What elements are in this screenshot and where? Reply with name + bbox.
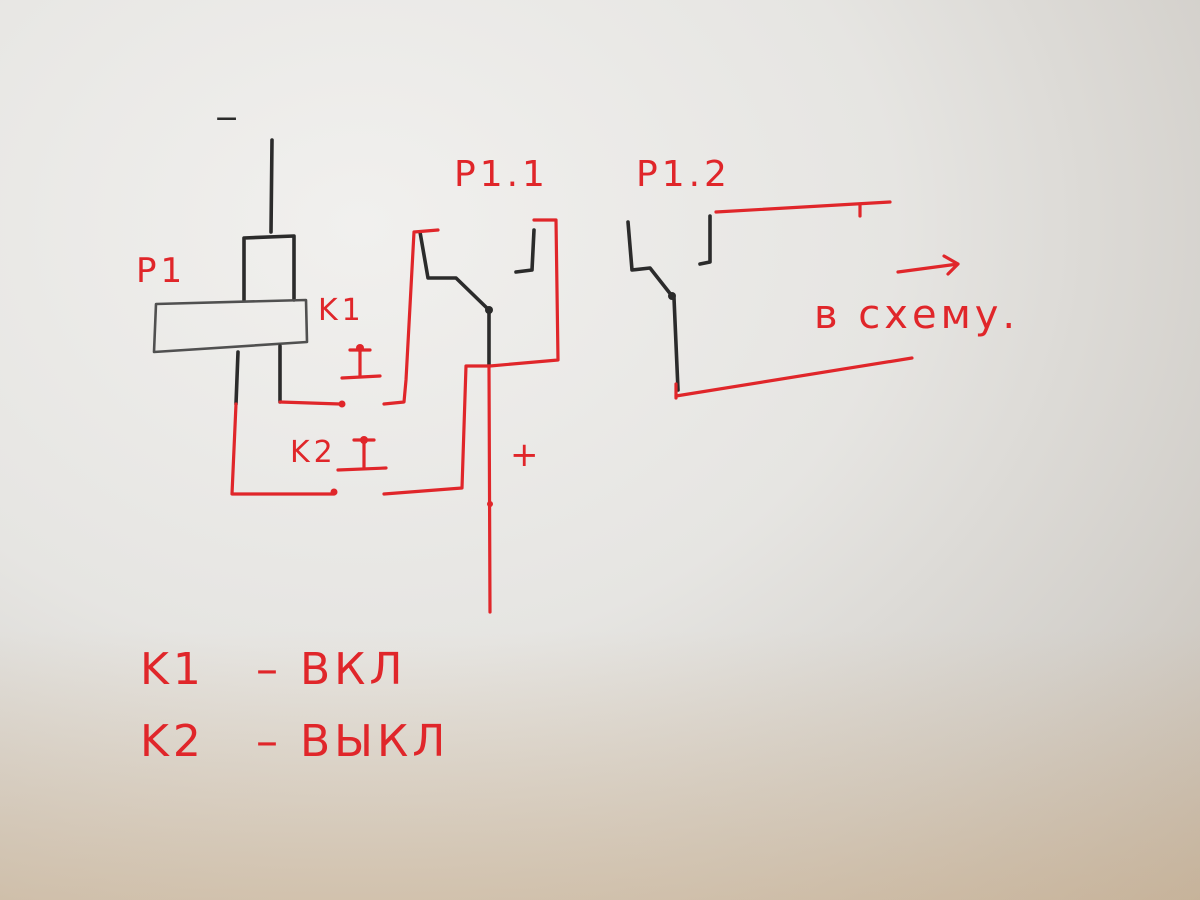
p1-1-no-stub	[514, 228, 536, 274]
plus-junction-dot	[487, 501, 493, 507]
button-label-k1: K1	[318, 293, 365, 328]
k2-button-stem	[352, 438, 376, 470]
k1-button-stem	[348, 348, 372, 378]
k2-button-bar	[336, 466, 388, 472]
minus-supply-wire	[269, 138, 274, 234]
coil-body	[152, 298, 309, 354]
legend-key-k2: K2	[140, 716, 205, 767]
red-wiring	[230, 200, 960, 614]
plus-supply-wire	[487, 364, 492, 614]
p1-2-common-blade	[672, 296, 680, 392]
p1-2-no-stub	[698, 214, 712, 266]
output-label: в схему.	[814, 292, 1019, 338]
p1-2-pivot	[668, 292, 676, 300]
k1-to-p1-1-wire	[382, 228, 440, 406]
contact-label-p1-1: P1.1	[454, 154, 549, 195]
k1-contact-dot-left	[338, 400, 346, 408]
legend-key-k1: K1	[140, 644, 205, 695]
contact-p1-1-blade	[418, 228, 536, 368]
coil-left-lead	[234, 350, 240, 406]
k1-left-wire	[278, 400, 342, 406]
relay-label-p1: P1	[136, 251, 186, 291]
legend-text-k2: – ВЫКЛ	[256, 716, 449, 767]
p1-2-output-wire-top	[714, 200, 892, 214]
k2-left-wire	[230, 402, 336, 496]
plus-sign: +	[510, 435, 543, 475]
k2-button-cap	[360, 436, 368, 444]
legend-text-k1: – ВКЛ	[256, 644, 407, 695]
relay-coil-p1	[152, 138, 309, 406]
p1-1-nc-stub	[418, 230, 491, 312]
p1-2-nc-stub	[626, 220, 674, 298]
output-arrow	[896, 254, 960, 276]
contact-p1-2-blade	[626, 214, 712, 392]
coil-top-leads	[242, 234, 296, 302]
p1-2-output-wire-bottom	[674, 356, 914, 398]
minus-sign: −	[214, 101, 243, 136]
legend: K1 – ВКЛ K2 – ВЫКЛ	[140, 644, 449, 767]
k1-button-cap	[356, 344, 364, 352]
p1-1-pivot	[485, 306, 493, 314]
button-label-k2: K2	[290, 435, 337, 470]
k2-contact-dot	[330, 488, 338, 496]
contact-label-p1-2: P1.2	[636, 154, 731, 195]
